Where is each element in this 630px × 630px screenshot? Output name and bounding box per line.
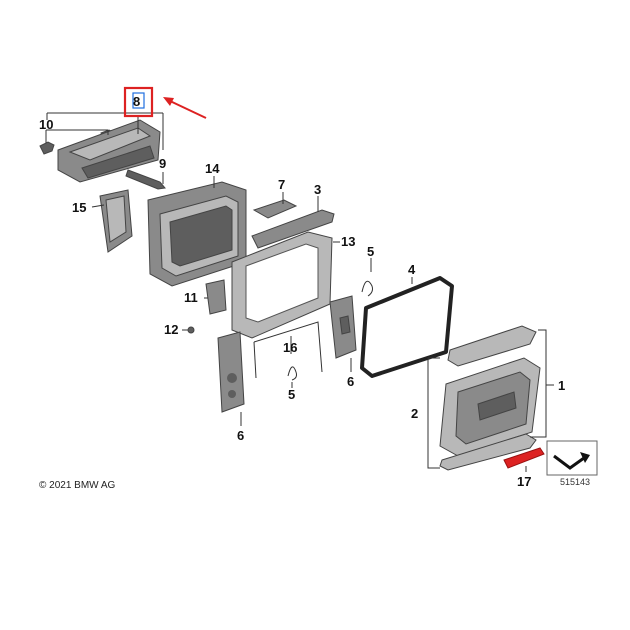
part-15-trim[interactable] [99, 189, 133, 253]
part-8-cover[interactable] [57, 119, 161, 183]
part-13-frame[interactable] [231, 231, 333, 339]
red-arrow-icon [163, 97, 207, 119]
bent-arrow-icon [553, 452, 590, 470]
part-1-outer-case[interactable] [439, 357, 541, 457]
symbol-box [546, 440, 598, 476]
part-16-wire[interactable] [253, 321, 323, 379]
callout-11[interactable]: 11 [184, 290, 198, 305]
callout-6-left[interactable]: 6 [237, 428, 244, 443]
callout-10[interactable]: 10 [39, 117, 53, 132]
callout-4[interactable]: 4 [408, 262, 416, 277]
callout-5-lower[interactable]: 5 [288, 387, 295, 402]
part-3-bracket[interactable] [251, 209, 335, 249]
callout-2[interactable]: 2 [411, 406, 418, 421]
callout-3[interactable]: 3 [314, 182, 321, 197]
part-5-hook-lower[interactable] [287, 366, 297, 381]
callout-9[interactable]: 9 [159, 156, 166, 171]
part-5-hook-upper[interactable] [361, 280, 373, 297]
callout-7[interactable]: 7 [278, 177, 285, 192]
callout-6-right[interactable]: 6 [347, 374, 354, 389]
highlight-box-8 [123, 86, 154, 118]
part-2-handle-top[interactable] [447, 325, 537, 367]
part-2-handle-bottom[interactable] [439, 433, 537, 471]
callout-12[interactable]: 12 [164, 322, 178, 337]
reference-number: 515143 [560, 477, 590, 487]
part-9-rod[interactable] [125, 169, 166, 190]
callout-5-upper[interactable]: 5 [367, 244, 374, 259]
leader-lines [45, 112, 554, 472]
part-6-bracket-right[interactable] [329, 295, 357, 359]
callout-17[interactable]: 17 [517, 474, 531, 489]
part-7-lid[interactable] [252, 199, 298, 219]
callout-14[interactable]: 14 [205, 161, 220, 176]
part-4-seal[interactable] [360, 276, 454, 378]
copyright-text: © 2021 BMW AG [39, 480, 116, 491]
callout-13[interactable]: 13 [341, 234, 355, 249]
part-12-screw[interactable] [187, 326, 195, 334]
part-17-reflector[interactable] [503, 447, 545, 469]
part-6-bracket-left[interactable] [217, 331, 245, 413]
callout-8[interactable]: 8 [133, 94, 140, 109]
callout-1[interactable]: 1 [558, 378, 565, 393]
callout-16[interactable]: 16 [283, 340, 297, 355]
callout-15[interactable]: 15 [72, 200, 86, 215]
part-14-inner-case[interactable] [147, 181, 247, 287]
selection-box-8 [132, 92, 145, 109]
part-11-insert[interactable] [205, 279, 227, 315]
